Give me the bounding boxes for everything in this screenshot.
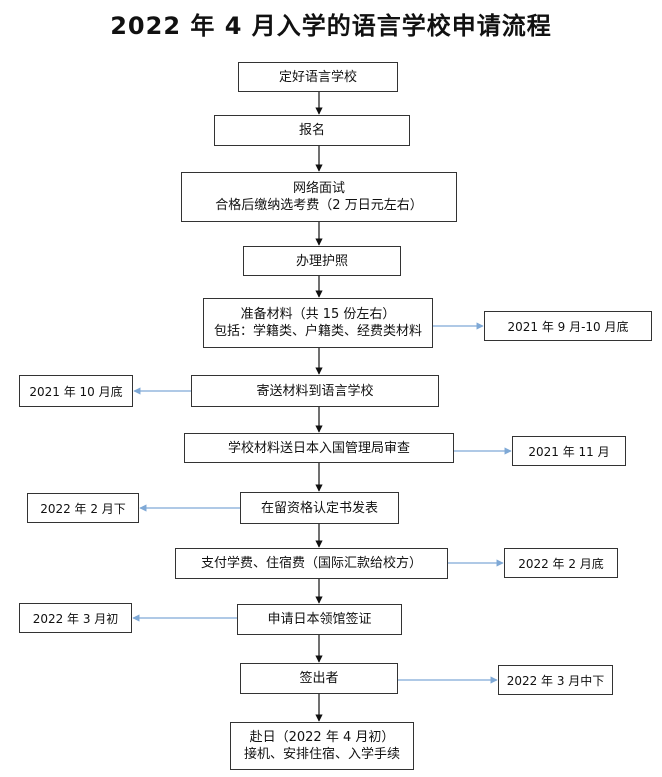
step-text-line: 报名 — [298, 123, 325, 138]
step-text-line: 包括：学籍类、户籍类、经费类材料 — [213, 324, 422, 339]
step-box-choose-school: 定好语言学校 — [238, 62, 398, 92]
step-box-immigration-review: 学校材料送日本入国管理局审查 — [184, 433, 454, 463]
step-text-line: 定好语言学校 — [278, 69, 357, 85]
timeline-note: 2022 年 2 月下 — [27, 493, 139, 523]
timeline-note: 2022 年 2 月底 — [504, 548, 618, 578]
timeline-note: 2022 年 3 月中下 — [498, 665, 613, 695]
step-text-line: 支付学费、住宿费（国际汇款给校方） — [200, 556, 422, 571]
timeline-note: 2021 年 9 月-10 月底 — [484, 311, 652, 341]
step-box-prepare-documents: 准备材料（共 15 份左右） 包括：学籍类、户籍类、经费类材料 — [203, 298, 433, 348]
timeline-note-text: 2021 年 10 月底 — [29, 384, 123, 399]
timeline-note-text: 2021 年 11 月 — [528, 444, 610, 459]
step-text-line: 申请日本领馆签证 — [267, 612, 372, 627]
step-text-line: 签出者 — [299, 671, 339, 686]
step-text-line: 学校材料送日本入国管理局审查 — [227, 440, 410, 456]
timeline-note-text: 2022 年 2 月下 — [40, 501, 126, 516]
diagram-title: 2022 年 4 月入学的语言学校申请流程 — [110, 12, 552, 40]
timeline-note: 2021 年 11 月 — [512, 436, 626, 466]
step-text-line: 办理护照 — [295, 253, 348, 269]
step-box-passport: 办理护照 — [243, 246, 401, 276]
step-text-line: 赴日（2022 年 4 月初） — [249, 730, 395, 745]
step-text-line: 在留资格认定书发表 — [260, 500, 378, 516]
step-box-pay-tuition: 支付学费、住宿费（国际汇款给校方） — [175, 548, 448, 579]
timeline-note-text: 2022 年 3 月初 — [32, 611, 119, 626]
step-text-line: 接机、安排住宿、入学手续 — [243, 747, 400, 762]
step-box-apply: 报名 — [214, 115, 410, 146]
step-text-line: 寄送材料到语言学校 — [256, 383, 374, 399]
step-box-online-interview: 网络面试合格后缴纳选考费（2 万日元左右） — [181, 172, 457, 222]
timeline-note-text: 2021 年 9 月-10 月底 — [507, 319, 629, 334]
timeline-note-text: 2022 年 2 月底 — [518, 556, 604, 571]
step-text-line: 准备材料（共 15 份左右） — [240, 307, 396, 322]
timeline-note: 2022 年 3 月初 — [19, 603, 132, 633]
step-text-line: 合格后缴纳选考费（2 万日元左右） — [215, 198, 423, 213]
timeline-note: 2021 年 10 月底 — [19, 375, 133, 407]
step-box-send-documents: 寄送材料到语言学校 — [191, 375, 439, 407]
step-box-coe-issued: 在留资格认定书发表 — [240, 492, 399, 524]
step-box-visa-application: 申请日本领馆签证 — [237, 604, 402, 635]
step-box-depart-japan: 赴日（2022 年 4 月初） 接机、安排住宿、入学手续 — [230, 722, 414, 770]
step-box-visa-issued: 签出者 — [240, 663, 398, 694]
timeline-note-text: 2022 年 3 月中下 — [506, 673, 605, 688]
step-text-line: 网络面试 — [292, 181, 345, 196]
